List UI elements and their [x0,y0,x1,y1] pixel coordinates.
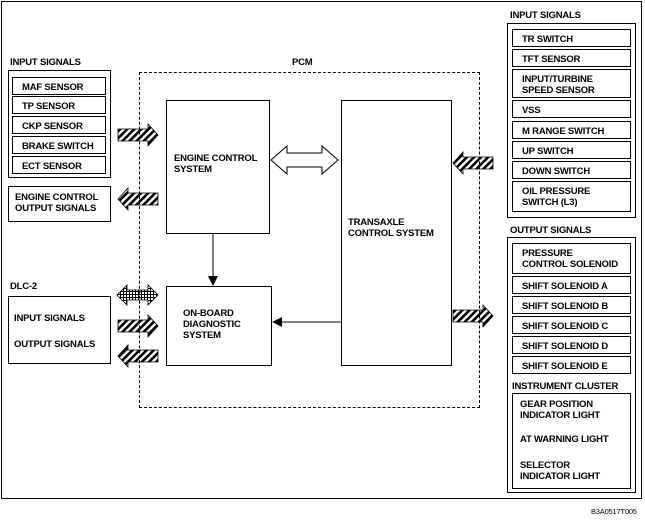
instrument-cluster-item: AT WARNING LIGHT [520,434,609,445]
transaxle-control-system-box: TRANSAXLE CONTROL SYSTEM [341,100,452,366]
engine-control-system-box: ENGINE CONTROL SYSTEM [166,100,270,234]
right-input-item: TR SWITCH [512,29,631,47]
engine-control-output-box: ENGINE CONTROL OUTPUT SIGNALS [8,186,111,222]
dlc-title: DLC-2 [10,281,37,292]
arrow-dlc-input [117,313,159,339]
arrow-right-output [452,303,494,329]
instrument-cluster-item: GEAR POSITION INDICATOR LIGHT [520,399,601,421]
right-input-item: UP SWITCH [512,141,631,159]
output-signal-item: SHIFT SOLENOID E [512,356,631,374]
arrow-left-input [117,122,159,148]
left-input-item: MAF SENSOR [12,77,106,95]
figure-code: B3A0517T005 [591,507,637,516]
pcm-title: PCM [292,57,313,68]
dlc-output-label: OUTPUT SIGNALS [14,339,96,350]
arrow-engine-to-obd [208,276,218,286]
obd-system-box: ON-BOARD DIAGNOSTIC SYSTEM [166,286,272,366]
output-signal-item: PRESSURE CONTROL SOLENOID [512,243,631,274]
arrow-right-input [452,150,494,176]
output-signal-item: SHIFT SOLENOID D [512,336,631,354]
right-input-item: OIL PRESSURE SWITCH (L3) [512,181,631,212]
left-input-item: CKP SENSOR [12,116,106,134]
pcm-boundary [139,72,480,408]
dlc-input-label: INPUT SIGNALS [14,313,85,324]
right-input-title: INPUT SIGNALS [510,10,581,21]
arrow-dlc-bidirectional [116,284,159,306]
right-input-item: INPUT/TURBINE SPEED SENSOR [512,69,631,98]
output-signal-item: SHIFT SOLENOID A [512,276,631,294]
instrument-cluster-item: SELECTOR INDICATOR LIGHT [520,460,601,482]
output-signal-item: SHIFT SOLENOID C [512,316,631,334]
arrow-dlc-output [117,343,159,369]
left-input-item: BRAKE SWITCH [12,136,106,154]
double-arrow-engine-transaxle [270,144,339,176]
right-input-item: TFT SENSOR [512,49,631,67]
output-signal-item: SHIFT SOLENOID B [512,296,631,314]
dlc-box [8,296,111,364]
output-signals-title: OUTPUT SIGNALS [510,225,592,236]
left-input-item: ECT SENSOR [12,156,106,174]
right-input-item: DOWN SWITCH [512,161,631,179]
right-input-item: VSS [512,100,631,118]
instrument-cluster-title: INSTRUMENT CLUSTER [512,381,619,392]
left-input-item: TP SENSOR [12,96,106,114]
outer-border [1,1,642,499]
left-input-title: INPUT SIGNALS [10,57,81,68]
arrow-engine-output [117,186,159,212]
instrument-cluster-box [512,393,631,489]
arrow-transaxle-to-obd [272,317,282,327]
right-input-item: M RANGE SWITCH [512,121,631,139]
